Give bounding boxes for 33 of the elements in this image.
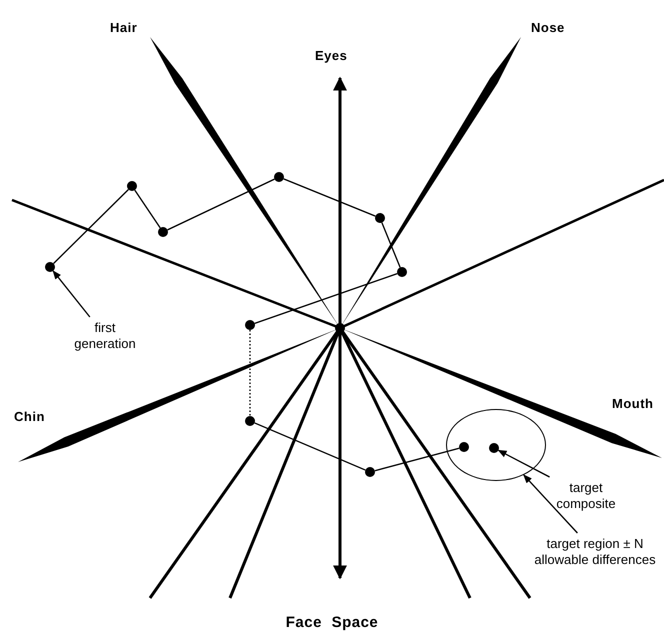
leader-arrow: [523, 474, 578, 534]
data-point: [488, 442, 499, 453]
axis-label: Mouth: [612, 396, 654, 411]
axis-label: Chin: [14, 409, 45, 424]
connecting-line: [381, 222, 401, 268]
data-point: [397, 267, 407, 277]
leader-arrow: [52, 270, 90, 318]
connecting-line: [254, 422, 366, 471]
data-point: [375, 213, 385, 223]
connecting-line: [167, 178, 275, 230]
data-point: [458, 442, 469, 452]
data-point: [274, 172, 284, 182]
data-point: [245, 416, 255, 426]
connecting-line: [134, 190, 161, 228]
data-point: [45, 262, 55, 272]
connecting-line: [374, 448, 460, 472]
connecting-line: [283, 178, 376, 217]
data-point: [245, 320, 255, 330]
annotation-text: first generation: [65, 320, 145, 352]
data-point: [365, 467, 375, 477]
axis-label: Eyes: [315, 48, 348, 63]
connecting-line: [53, 189, 129, 264]
axis-label: Hair: [110, 20, 138, 35]
annotation-text: target composite: [541, 480, 631, 512]
leader-arrow: [498, 450, 550, 478]
diagram-title: Face Space: [284, 614, 380, 631]
connecting-line: [249, 330, 251, 416]
annotation-text: target region ± N allowable differences: [530, 536, 660, 568]
data-point: [158, 227, 168, 237]
target-region-ellipse: [446, 409, 546, 481]
data-point: [127, 181, 137, 191]
connecting-line: [254, 273, 398, 324]
axis-label: Nose: [531, 20, 565, 35]
